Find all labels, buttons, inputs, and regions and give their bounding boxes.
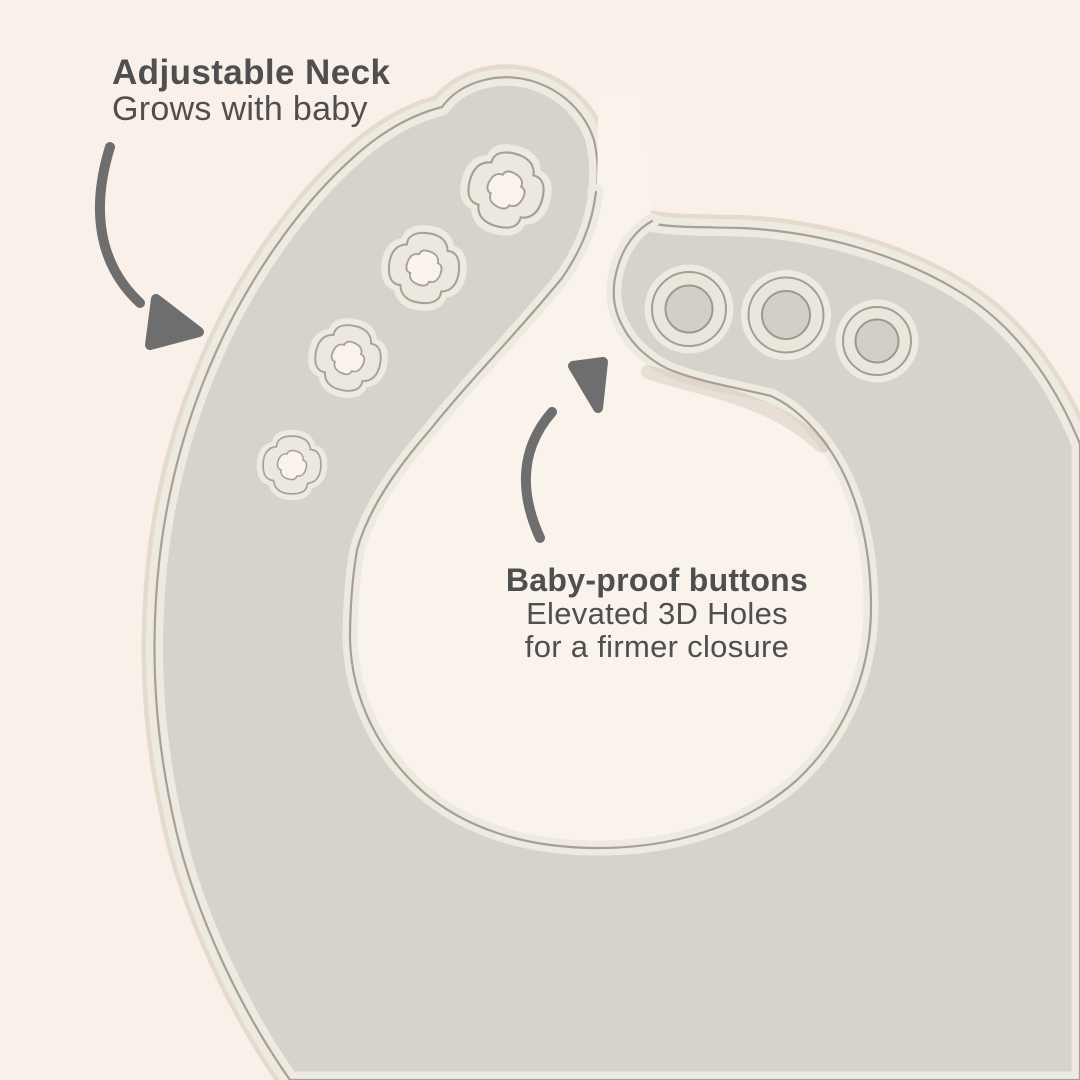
curved-arrow-up-right-icon: [520, 357, 608, 543]
snap-button-1: [644, 264, 734, 354]
annotation-adjustable-neck-title: Adjustable Neck: [112, 53, 391, 92]
neck-opening-edge-line: [348, 190, 873, 850]
annotation-baby-proof-buttons-line2: for a firmer closure: [524, 629, 790, 664]
annotation-adjustable-neck: Adjustable Neck Grows with baby: [112, 54, 390, 127]
annotation-baby-proof-buttons: Baby-proof buttons Elevated 3D Holes for…: [505, 562, 809, 664]
neck-opening: [350, 95, 871, 849]
snap-button-3: [835, 299, 919, 383]
annotation-baby-proof-buttons-title: Baby-proof buttons: [505, 562, 809, 598]
annotation-adjustable-neck-subtitle: Grows with baby: [112, 90, 368, 128]
snap-button-2: [741, 270, 831, 360]
strap-inner-shadow: [641, 365, 829, 453]
curved-arrow-down-right-icon: [94, 142, 204, 350]
annotation-baby-proof-buttons-line1: Elevated 3D Holes: [526, 596, 788, 631]
